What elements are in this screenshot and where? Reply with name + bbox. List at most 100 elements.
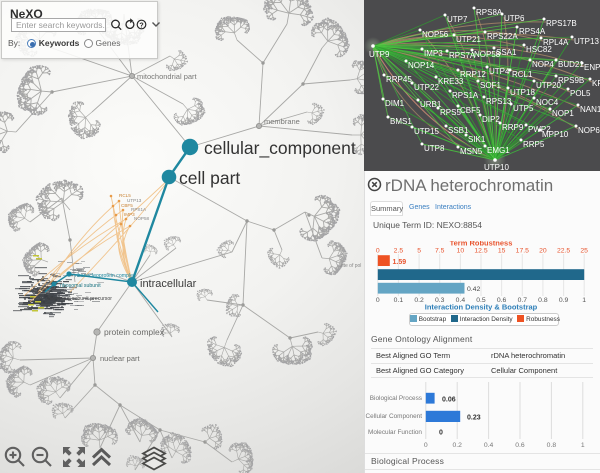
svg-text:0.6: 0.6 — [497, 297, 507, 304]
svg-text:DIP2: DIP2 — [482, 115, 500, 124]
svg-text:NOP1: NOP1 — [552, 109, 574, 118]
svg-text:10: 10 — [457, 248, 465, 255]
svg-text:UTP10: UTP10 — [484, 163, 509, 171]
svg-text:KR: KR — [592, 79, 600, 88]
svg-text:25: 25 — [580, 248, 588, 255]
svg-text:POL5: POL5 — [570, 89, 591, 98]
svg-text:0: 0 — [376, 297, 380, 304]
svg-text:SOF1: SOF1 — [480, 81, 501, 90]
svg-text:BMS1: BMS1 — [390, 117, 412, 126]
svg-text:0.4: 0.4 — [456, 297, 466, 304]
svg-text:SIK1: SIK1 — [468, 135, 486, 144]
svg-text:UTP7: UTP7 — [447, 15, 468, 24]
svg-text:RPS9B: RPS9B — [558, 76, 584, 85]
svg-text:Term Robustness: Term Robustness — [450, 241, 513, 248]
svg-text:RPS1A: RPS1A — [452, 91, 479, 100]
svg-text:0.06: 0.06 — [442, 397, 456, 404]
svg-text:0: 0 — [439, 430, 443, 437]
svg-text:SSB1: SSB1 — [448, 126, 469, 135]
svg-text:Biological Process: Biological Process — [370, 395, 422, 402]
svg-text:UTP13: UTP13 — [127, 198, 142, 203]
svg-text:UTP15: UTP15 — [414, 127, 439, 136]
svg-text:membrane: membrane — [264, 117, 300, 126]
svg-text:nuclear part: nuclear part — [100, 354, 141, 363]
svg-text:UTP22: UTP22 — [414, 83, 439, 92]
svg-text:HSC82: HSC82 — [526, 45, 552, 54]
svg-text:RPS7A: RPS7A — [449, 51, 476, 60]
svg-text:NOP58: NOP58 — [474, 50, 501, 59]
svg-text:BUD21: BUD21 — [558, 60, 584, 69]
svg-text:Molecular Function: Molecular Function — [368, 429, 422, 436]
svg-text:EMG1: EMG1 — [487, 146, 510, 155]
svg-text:0.8: 0.8 — [538, 297, 548, 304]
svg-text:UTP5: UTP5 — [513, 104, 534, 113]
svg-text:NOP14: NOP14 — [408, 61, 435, 70]
svg-text:UTP9: UTP9 — [369, 50, 390, 59]
svg-text:0.8: 0.8 — [547, 442, 557, 449]
svg-text:RPS1A: RPS1A — [131, 207, 147, 212]
svg-text:RPS5: RPS5 — [440, 108, 461, 117]
svg-text:UTP18: UTP18 — [510, 88, 535, 97]
svg-text:RPS17B: RPS17B — [546, 19, 577, 28]
svg-text:site of pol: site of pol — [340, 263, 361, 269]
svg-text:UTP21: UTP21 — [456, 35, 481, 44]
svg-text:RPS4A: RPS4A — [519, 27, 546, 36]
svg-text:NOP4: NOP4 — [532, 60, 554, 69]
svg-text:cellular_component: cellular_component — [204, 138, 356, 159]
svg-text:RRP5: RRP5 — [523, 140, 545, 149]
svg-text:ribosomal subunit: ribosomal subunit — [60, 283, 101, 289]
svg-text:RPS22A: RPS22A — [487, 32, 518, 41]
svg-text:0.7: 0.7 — [518, 297, 528, 304]
svg-text:PWP2: PWP2 — [528, 125, 551, 134]
svg-text:7.5: 7.5 — [435, 248, 445, 255]
svg-text:RRP12: RRP12 — [460, 70, 486, 79]
svg-text:17.5: 17.5 — [516, 248, 529, 255]
svg-text:UTP13: UTP13 — [574, 37, 599, 46]
svg-text:0.5: 0.5 — [476, 297, 486, 304]
svg-text:IMP3: IMP3 — [424, 49, 443, 58]
svg-text:0.1: 0.1 — [394, 297, 404, 304]
svg-text:1.59: 1.59 — [393, 259, 407, 266]
svg-text:0.23: 0.23 — [467, 415, 481, 422]
svg-text:0: 0 — [424, 442, 428, 449]
svg-text:12.5: 12.5 — [474, 248, 487, 255]
svg-text:UTP8: UTP8 — [424, 144, 445, 153]
svg-text:SSA1: SSA1 — [496, 48, 517, 57]
svg-text:RPL4A: RPL4A — [543, 38, 569, 47]
svg-text:MSN5: MSN5 — [460, 147, 483, 156]
svg-text:Cellular Component: Cellular Component — [366, 413, 423, 420]
svg-text:mitochondrial part: mitochondrial part — [137, 72, 198, 81]
svg-text:2.5: 2.5 — [394, 248, 404, 255]
svg-text:?: ? — [139, 22, 143, 29]
svg-text:UTP20: UTP20 — [536, 81, 561, 90]
svg-text:RCL1: RCL1 — [512, 70, 533, 79]
svg-text:MPP10: MPP10 — [542, 130, 569, 139]
svg-text:1: 1 — [582, 297, 586, 304]
svg-text:0.3: 0.3 — [435, 297, 445, 304]
svg-text:NOP56: NOP56 — [422, 30, 449, 39]
svg-text:RPS13: RPS13 — [486, 97, 512, 106]
svg-text:UTP6: UTP6 — [504, 14, 525, 23]
svg-text:RCL5: RCL5 — [119, 193, 131, 198]
svg-text:RRP45: RRP45 — [386, 75, 412, 84]
svg-text:20: 20 — [539, 248, 547, 255]
svg-text:0.9: 0.9 — [559, 297, 569, 304]
svg-text:UTP4: UTP4 — [489, 67, 510, 76]
svg-text:cell part: cell part — [179, 168, 240, 188]
svg-text:0: 0 — [376, 248, 380, 255]
svg-text:URB1: URB1 — [420, 100, 442, 109]
svg-text:DIM1: DIM1 — [385, 99, 405, 108]
svg-text:ENP1: ENP1 — [584, 63, 600, 72]
svg-text:5: 5 — [417, 248, 421, 255]
svg-text:RPS8A: RPS8A — [476, 8, 503, 17]
svg-text:KRE33: KRE33 — [438, 77, 464, 86]
svg-text:NOC4: NOC4 — [536, 98, 559, 107]
svg-text:NOP6: NOP6 — [578, 126, 600, 135]
svg-text:protein complex: protein complex — [104, 327, 165, 337]
svg-text:22.5: 22.5 — [557, 248, 570, 255]
svg-text:IMP3: IMP3 — [124, 212, 135, 217]
svg-text:NOP58: NOP58 — [134, 216, 150, 221]
svg-text:0.2: 0.2 — [452, 442, 462, 449]
svg-text:CBF5: CBF5 — [460, 106, 481, 115]
svg-text:1: 1 — [581, 442, 585, 449]
